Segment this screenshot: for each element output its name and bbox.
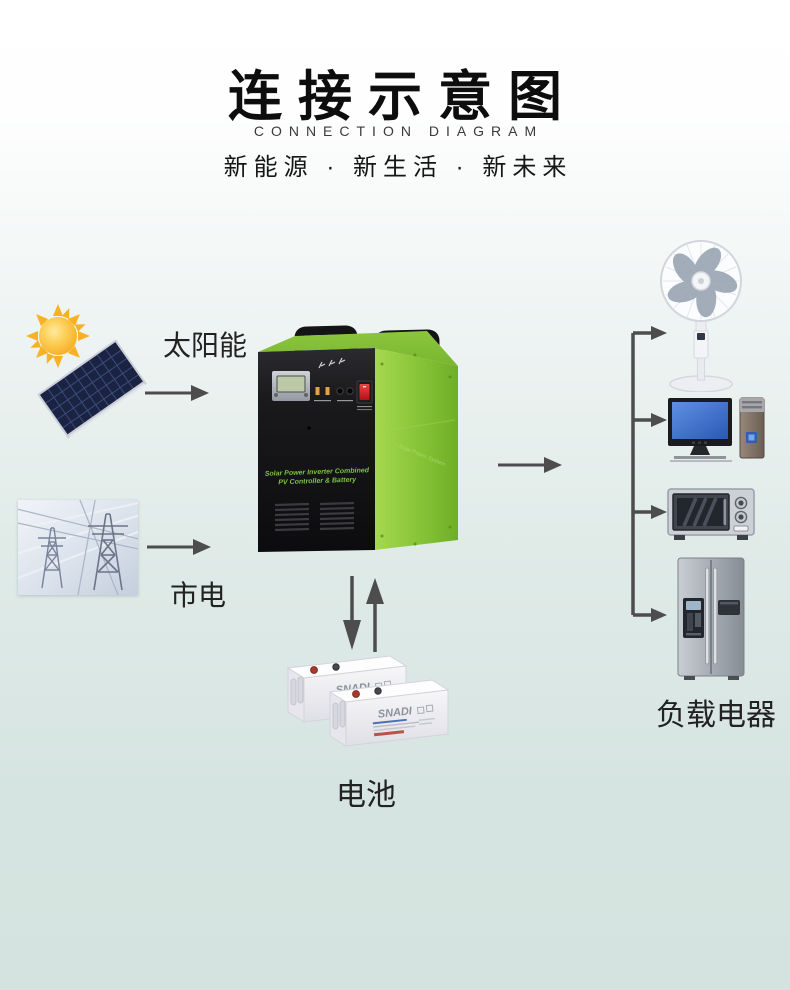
- arrow-inverter-battery-bidirectional: [343, 576, 384, 652]
- pc-tower-graphic: [739, 397, 765, 459]
- mains-label: 市电: [170, 580, 227, 611]
- usb-ports-graphic: [314, 385, 331, 402]
- inverter-image: Solar Power Inverter Combined PV Control…: [258, 325, 458, 552]
- ice-dispenser-graphic: [683, 598, 704, 638]
- load-branch-arrows: [631, 326, 667, 622]
- sun-icon: [26, 304, 90, 368]
- power-towers-image: [18, 500, 138, 595]
- port-icons: [318, 357, 346, 369]
- solar-panel-image: [26, 304, 147, 439]
- side-screws-graphic: [380, 353, 452, 546]
- microwave-image: [667, 488, 755, 540]
- computer-image: [668, 397, 765, 462]
- page-tagline: 新能源 · 新生活 · 新未来: [223, 154, 573, 181]
- fan-image: [660, 240, 742, 392]
- power-switch-graphic: [356, 380, 373, 411]
- battery-front: [329, 679, 449, 747]
- page-title: 连接示意图: [228, 67, 578, 127]
- lcd-display-graphic: [272, 371, 310, 401]
- vent-grille-graphic: [274, 501, 355, 532]
- svg-text:Solar Power Inverter Combined: Solar Power Inverter Combined: [265, 467, 370, 478]
- tower-graphic: [88, 513, 128, 591]
- refrigerator-image: [677, 557, 745, 680]
- inverter-front-text: Solar Power Inverter Combined PV Control…: [265, 467, 370, 487]
- solar-label: 太阳能: [163, 330, 248, 361]
- svg-text:PV Controller & Battery: PV Controller & Battery: [278, 477, 357, 487]
- battery-label: 电池: [336, 779, 396, 812]
- dc-ports-graphic: [336, 387, 354, 402]
- pv-panel-graphic: [37, 339, 147, 439]
- arrow-inverter-to-loads: [498, 457, 562, 473]
- page-subtitle: CONNECTION DIAGRAM: [253, 123, 544, 139]
- tower-graphic: [38, 527, 66, 589]
- microwave-knobs-graphic: [733, 496, 749, 532]
- battery-image: SNADI: [287, 655, 449, 747]
- loads-label: 负载电器: [656, 699, 776, 732]
- arrow-mains-to-inverter: [147, 539, 211, 555]
- arrow-solar-to-inverter: [145, 385, 209, 401]
